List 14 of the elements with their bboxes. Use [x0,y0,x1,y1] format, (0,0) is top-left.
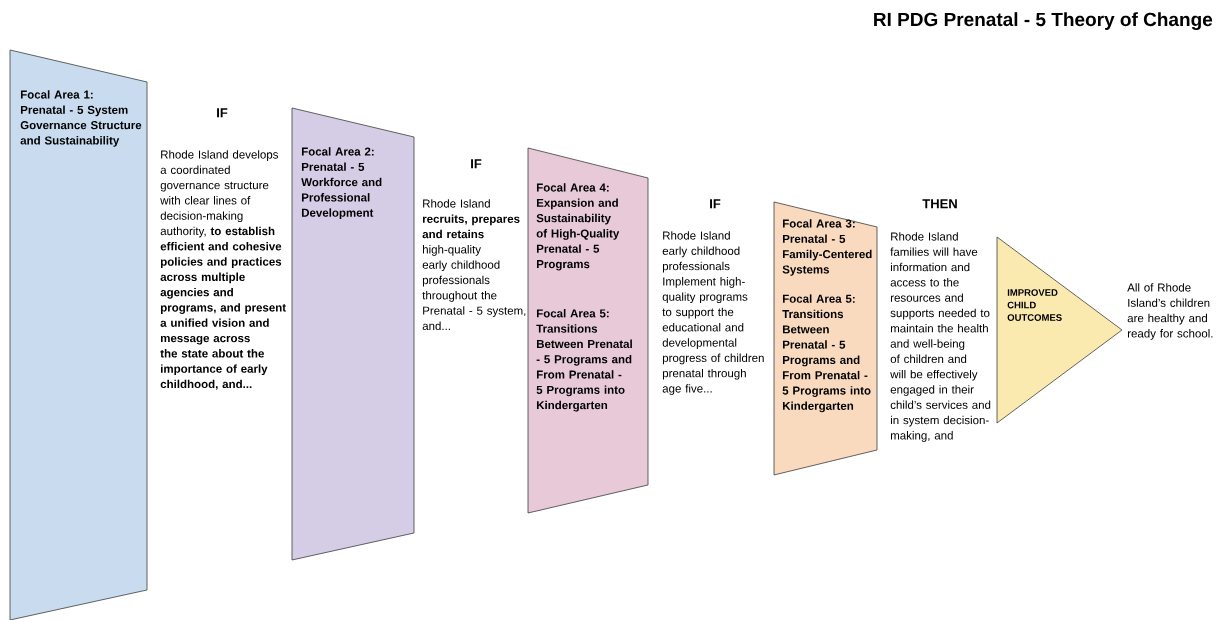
focal-area-trapezoid: Focal Area 1: Prenatal - 5 System Governance Structure and Sustainability [9,49,148,620]
focal-area-trapezoid: Focal Area 3: Prenatal - 5 Family-Centered Systems Focal Area 5: Transitions Between Prenatal - 5 Programs and From Prenatal - 5 Programs into Kindergarten [773,201,878,476]
column-heading: IF [471,159,482,169]
focal-area-trapezoid: Focal Area 4: Expansion and Sustainability of High-Quality Prenatal - 5 Programs Focal Area 5: Transitions Between Prenatal - 5 Programs and From Prenatal - 5 Programs into Kindergarten [527,147,649,514]
description-text: Rhode Island early childhood professionals Implement high-quality programs to support the educational and developmental progress of children prenatal through age five... [662,231,764,395]
description-text: Rhode Island develops a coordinated governance structure with clear lines of decision-making authority, to establish efficient and cohesive policies and practices across multiple agencies and programs, and present a unified vision and message across the state about the importance of early childhood, and... [160,150,286,390]
column-heading: IF [710,199,721,209]
column-heading: THEN [922,199,957,209]
description-text: Rhode Island families will have information and access to the resources and supports needed to maintain the health and well-being of children and will be effectively engaged in their child’s services and in system decision-making, and [890,232,991,442]
column-heading: IF [217,108,228,118]
description-text: Rhode Island recruits, prepares and retains high-quality early childhood professionals throughout the Prenatal - 5 system, and... [422,199,526,331]
title: RI PDG Prenatal - 5 Theory of Change [874,12,1213,30]
outcome-triangle: IMPROVED CHILD OUTCOMES [996,236,1123,424]
focal-area-trapezoid: Focal Area 2: Prenatal - 5 Workforce and Professional Development [291,107,415,561]
